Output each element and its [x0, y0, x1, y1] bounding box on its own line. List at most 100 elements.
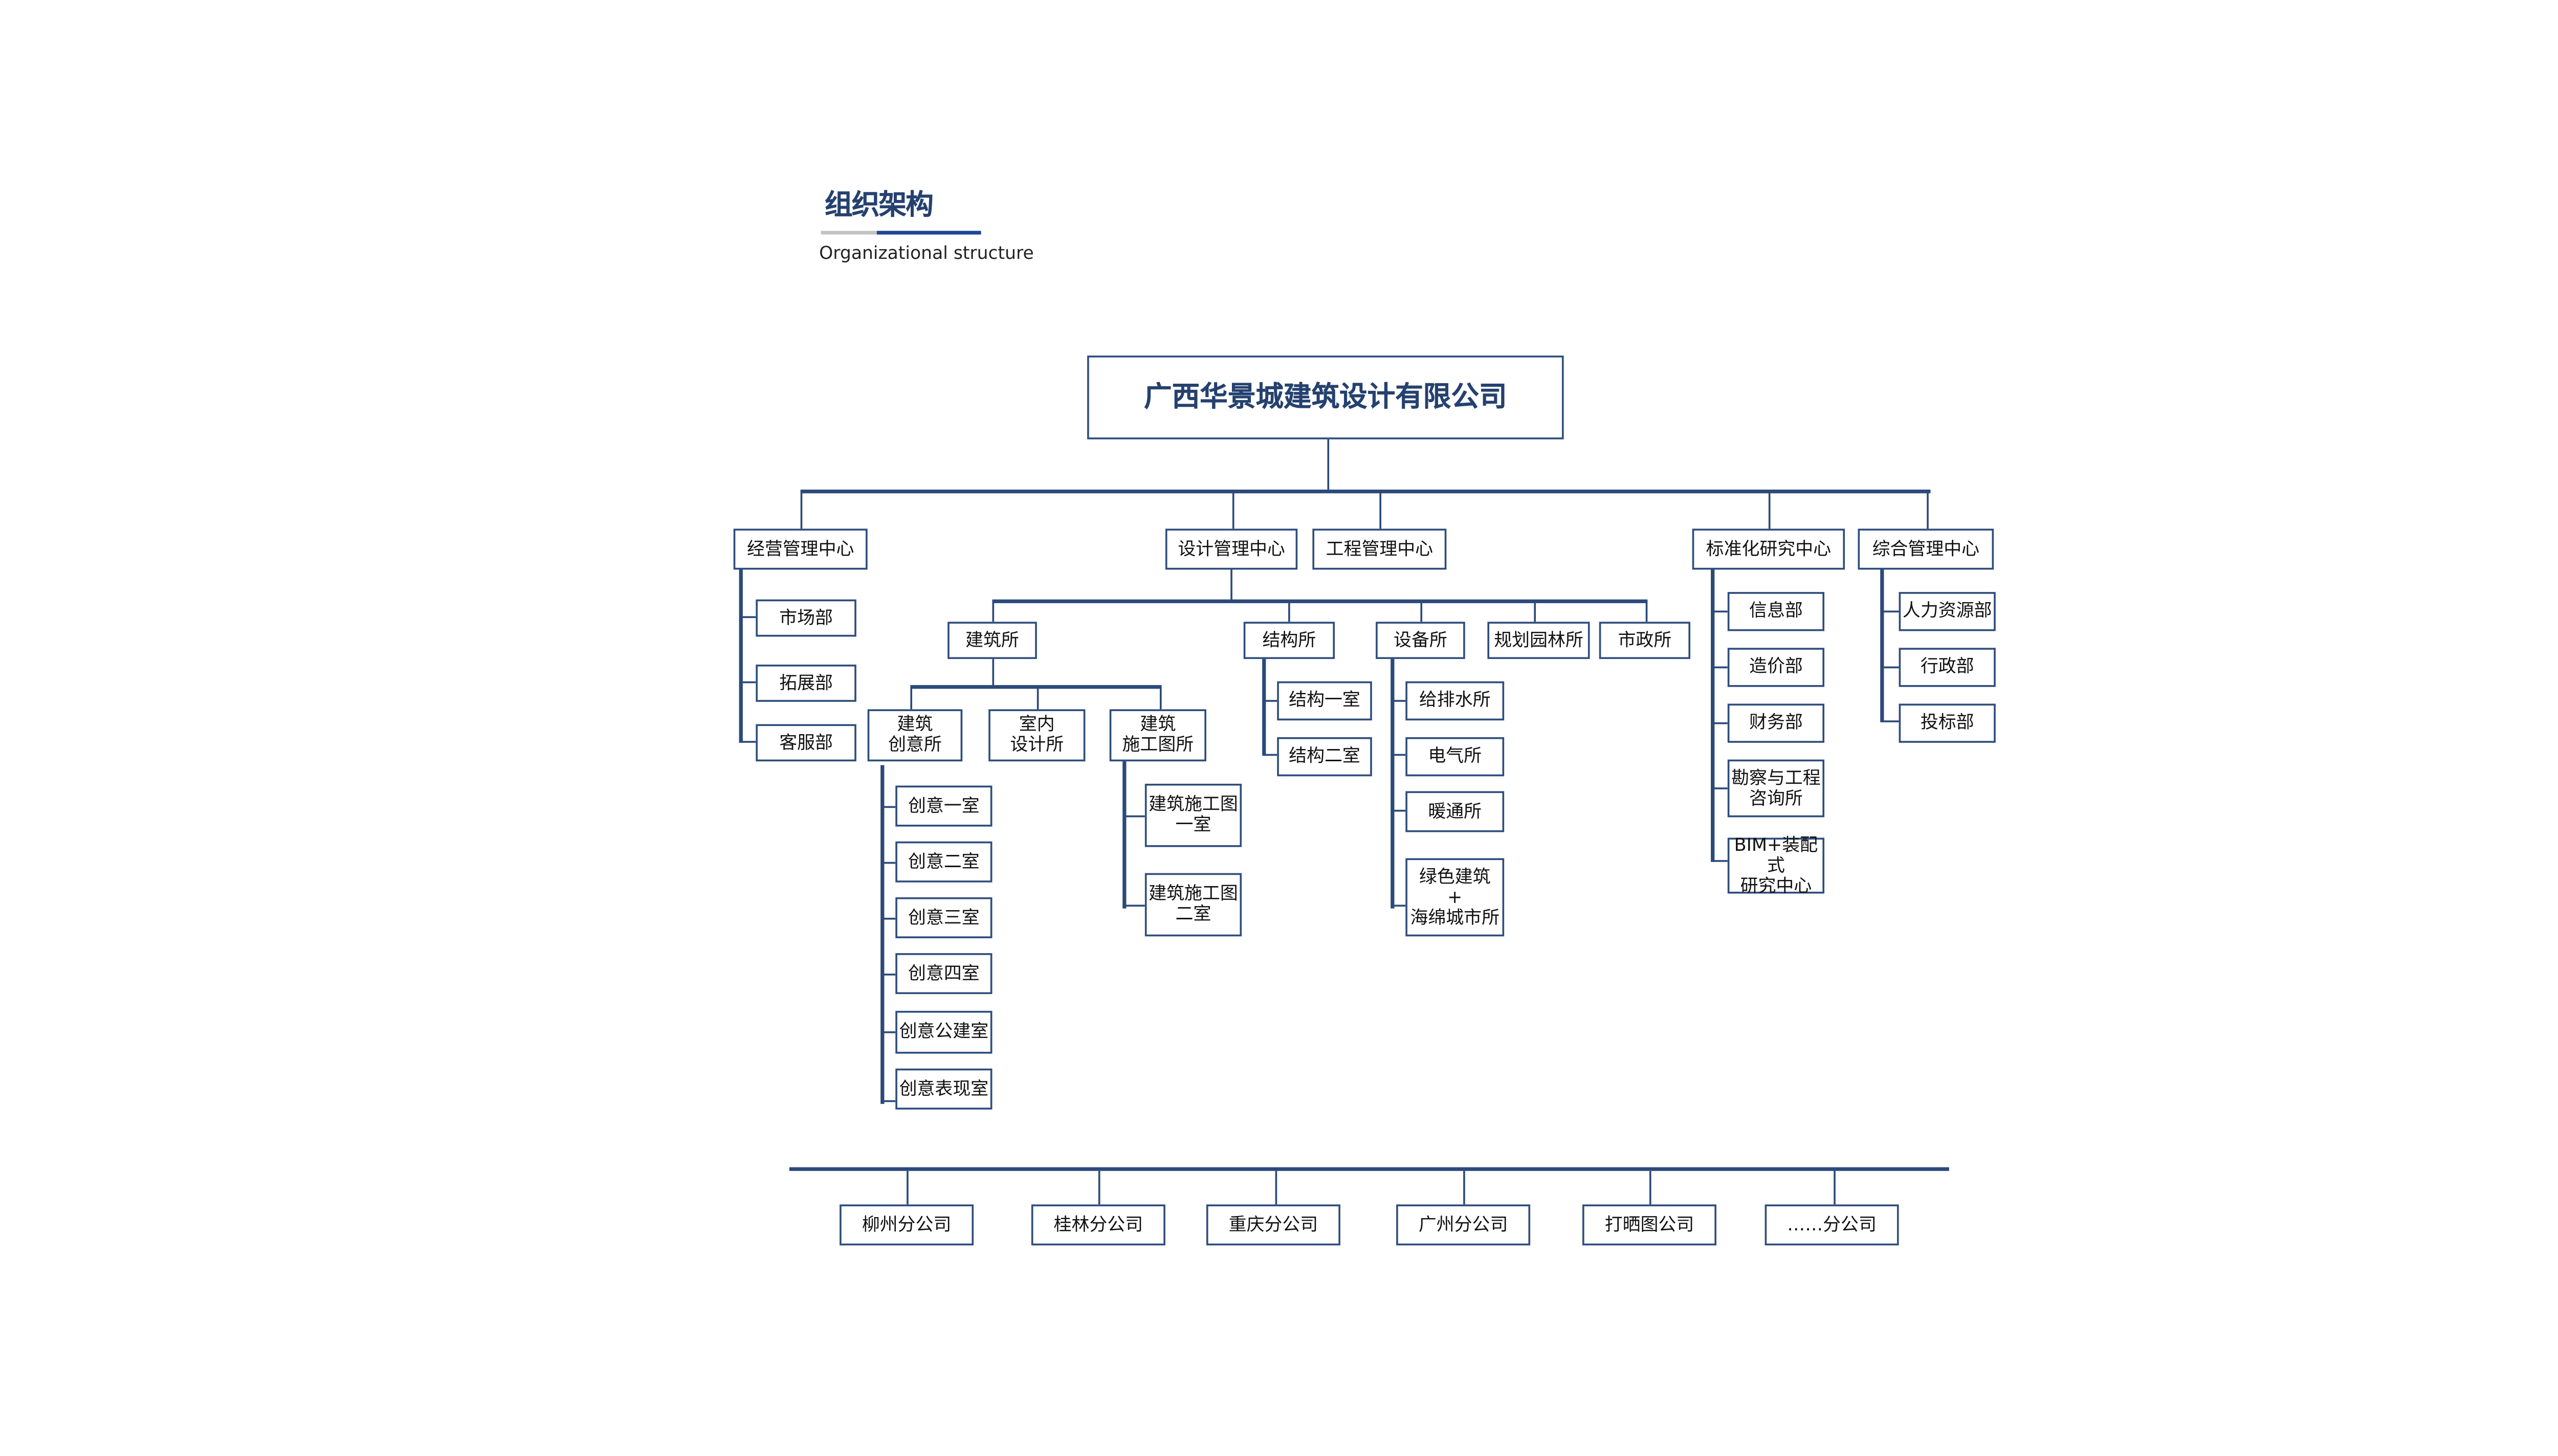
unit-structure: 结构所: [1243, 622, 1335, 659]
connector: [910, 687, 913, 710]
connector: [882, 1031, 896, 1034]
center-standards: 标准化研究中心: [1692, 528, 1845, 570]
connector: [1712, 610, 1728, 613]
connector: [992, 659, 995, 687]
branch-box: ……分公司: [1765, 1204, 1899, 1246]
unit-equipment: 设备所: [1376, 622, 1465, 659]
connector: [1098, 1171, 1101, 1205]
connector: [1712, 722, 1728, 725]
page-subtitle: Organizational structure: [819, 244, 1034, 264]
connector: [1534, 601, 1537, 622]
dept-box: 拓展部: [756, 665, 856, 702]
connector: [1882, 720, 1899, 723]
connector: [1327, 439, 1330, 492]
connector: [910, 685, 1162, 689]
connector: [882, 917, 896, 920]
dept-box: 勘察与工程 咨询所: [1727, 759, 1825, 818]
room-box: 建筑施工图 一室: [1144, 783, 1242, 847]
connector: [882, 974, 896, 976]
connector: [1649, 1171, 1652, 1205]
connector: [1834, 1171, 1836, 1205]
connector: [1264, 700, 1277, 702]
dept-box: 信息部: [1727, 592, 1825, 631]
connector: [882, 1100, 896, 1103]
connector: [739, 569, 743, 743]
room-box: 创意四室: [895, 953, 993, 995]
connector: [1882, 666, 1899, 669]
room-box: 给排水所: [1405, 681, 1505, 721]
branch-box: 桂林分公司: [1031, 1204, 1165, 1246]
connector: [882, 862, 896, 865]
room-box: 结构二室: [1277, 737, 1372, 777]
dept-box: 财务部: [1727, 703, 1825, 743]
connector: [1262, 659, 1266, 756]
branch-box: 柳州分公司: [840, 1204, 974, 1246]
center-general: 综合管理中心: [1858, 528, 1994, 570]
dept-box: 投标部: [1899, 703, 1996, 743]
branch-bus-line: [789, 1167, 1949, 1171]
unit-landscape: 规划园林所: [1487, 622, 1590, 659]
branch-box: 打晒图公司: [1582, 1204, 1716, 1246]
connector: [800, 491, 803, 529]
connector: [1124, 905, 1145, 908]
page-title: 组织架构: [824, 188, 934, 222]
connector: [1880, 569, 1884, 722]
subunit-creative: 建筑 创意所: [867, 709, 963, 762]
connector: [1768, 491, 1771, 529]
subunit-interior: 室内 设计所: [988, 709, 1086, 762]
room-box: 结构一室: [1277, 681, 1372, 721]
branch-box: 广州分公司: [1396, 1204, 1531, 1246]
connector: [992, 601, 995, 622]
center-design: 设计管理中心: [1165, 528, 1298, 570]
dept-box: 客服部: [756, 724, 856, 762]
room-box: 创意一室: [895, 785, 993, 827]
connector: [1645, 601, 1648, 622]
connector: [1711, 569, 1715, 862]
unit-architecture: 建筑所: [947, 622, 1037, 659]
connector: [1712, 787, 1728, 790]
connector: [1712, 860, 1728, 863]
connector: [741, 681, 756, 684]
connector: [1288, 601, 1291, 622]
unit-municipal: 市政所: [1599, 622, 1691, 659]
connector: [1037, 687, 1040, 710]
connector: [1463, 1171, 1466, 1205]
dept-box: 行政部: [1899, 648, 1996, 687]
room-box: 创意公建室: [895, 1010, 993, 1054]
connector: [1159, 687, 1162, 710]
room-box: 创意三室: [895, 897, 993, 938]
connector: [1712, 666, 1728, 669]
connector: [1124, 815, 1145, 818]
connector: [1392, 700, 1406, 702]
dept-box: 市场部: [756, 599, 856, 637]
dept-box: 造价部: [1727, 648, 1825, 687]
connector: [1927, 491, 1929, 529]
dept-box: BIM+装配式 研究中心: [1727, 835, 1825, 896]
center-engineering: 工程管理中心: [1312, 528, 1447, 570]
root-company-box: 广西华景城建筑设计有限公司: [1087, 356, 1564, 439]
room-box: 创意表现室: [895, 1068, 993, 1110]
connector: [1392, 809, 1406, 812]
room-box: 暖通所: [1405, 791, 1505, 832]
room-box: 建筑施工图 二室: [1144, 873, 1242, 937]
subunit-construction: 建筑 施工图所: [1109, 709, 1206, 762]
title-underline-gray: [821, 231, 877, 235]
connector: [741, 616, 756, 619]
connector: [882, 806, 896, 809]
connector: [1392, 905, 1406, 908]
connector: [1420, 601, 1423, 622]
connector: [907, 1171, 909, 1205]
dept-box: 人力资源部: [1899, 592, 1996, 631]
connector: [1275, 1171, 1278, 1205]
connector: [800, 490, 1931, 494]
connector: [1379, 491, 1382, 529]
connector: [1122, 761, 1127, 909]
branch-box: 重庆分公司: [1206, 1204, 1340, 1246]
connector: [1232, 491, 1235, 529]
connector: [741, 741, 756, 743]
connector: [992, 599, 1648, 603]
connector: [1391, 659, 1395, 909]
connector: [1230, 569, 1233, 602]
connector: [1882, 610, 1899, 613]
